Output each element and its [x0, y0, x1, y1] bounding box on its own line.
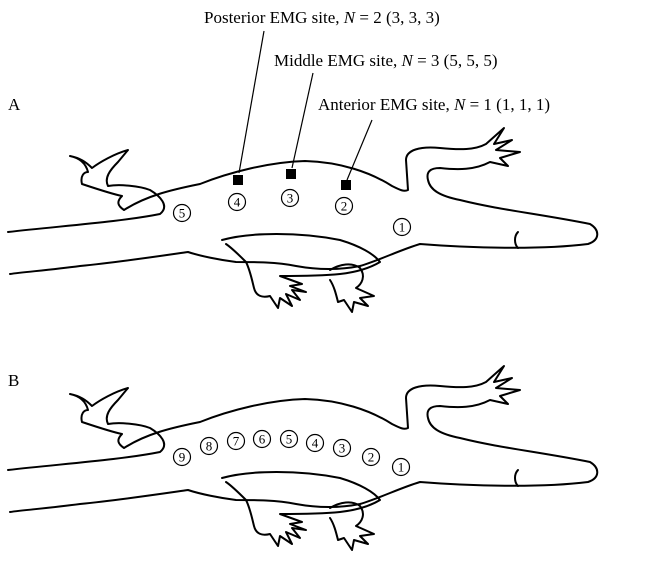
site-number-4: 4	[234, 195, 241, 210]
emg-label-anterior: Anterior EMG site, N = 1 (1, 1, 1)	[318, 95, 550, 114]
site-number-2: 2	[368, 450, 375, 465]
site-circle-5	[279, 429, 299, 449]
site-circle-3	[332, 438, 352, 458]
site-circle-4	[305, 433, 325, 453]
site-number-4: 4	[312, 436, 319, 451]
site-markers-a: 1 2 3 4 5	[172, 188, 412, 237]
emg-marker-anterior	[341, 180, 351, 190]
site-circle-2	[361, 447, 381, 467]
lizard-outline-b	[7, 365, 599, 551]
panel-label-a: A	[8, 95, 21, 114]
site-number-5: 5	[286, 432, 293, 447]
site-circle-6	[252, 429, 272, 449]
site-circle-2	[334, 196, 354, 216]
site-circle-1	[392, 217, 412, 237]
site-number-7: 7	[233, 434, 240, 449]
lizard-outline-a	[7, 127, 599, 313]
site-circle-1	[391, 457, 411, 477]
site-number-8: 8	[206, 439, 213, 454]
site-circle-7	[226, 431, 246, 451]
site-number-6: 6	[259, 432, 266, 447]
site-number-1: 1	[398, 460, 405, 475]
site-number-3: 3	[287, 191, 294, 206]
leader-line-middle	[291, 72, 314, 169]
site-markers-b: 1 2 3 4 5 6 7 8 9	[172, 429, 411, 477]
site-number-2: 2	[341, 199, 348, 214]
site-number-3: 3	[339, 441, 346, 456]
site-number-9: 9	[179, 450, 186, 465]
site-circle-4	[227, 192, 247, 212]
leader-line-posterior	[238, 30, 265, 174]
site-number-1: 1	[399, 220, 406, 235]
panel-label-b: B	[8, 371, 19, 390]
emg-marker-posterior	[233, 175, 243, 185]
site-number-5: 5	[179, 206, 186, 221]
site-circle-3	[280, 188, 300, 208]
emg-label-posterior: Posterior EMG site, N = 2 (3, 3, 3)	[204, 8, 440, 27]
site-circle-9	[172, 447, 192, 467]
emg-marker-middle	[286, 169, 296, 179]
site-circle-5	[172, 203, 192, 223]
emg-label-middle: Middle EMG site, N = 3 (5, 5, 5)	[274, 51, 498, 70]
site-circle-8	[199, 436, 219, 456]
leader-line-anterior	[346, 119, 373, 181]
